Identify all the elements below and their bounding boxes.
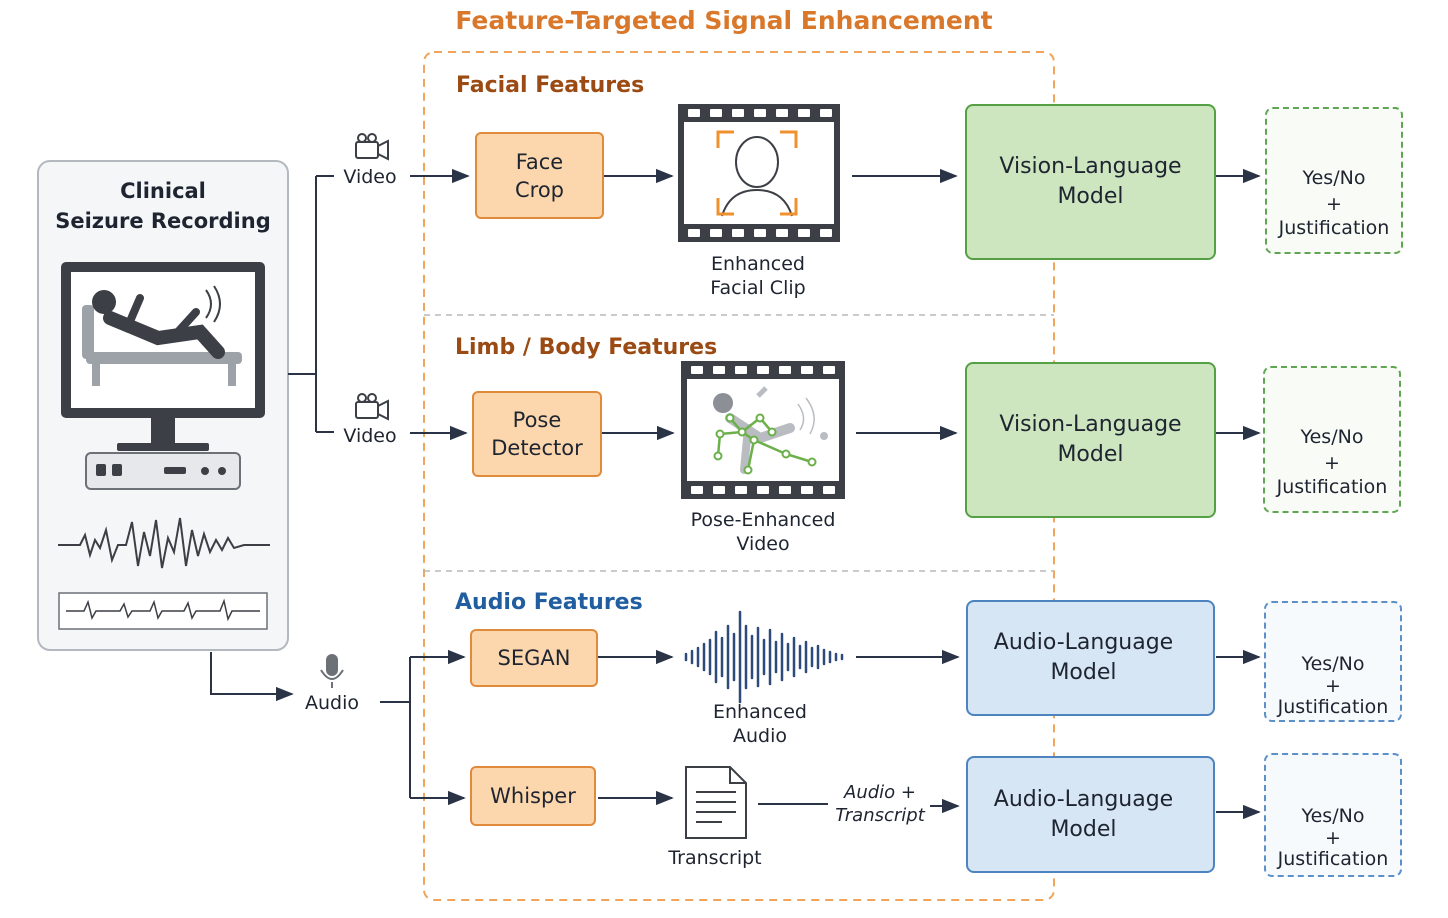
output4-line2: + (1325, 827, 1341, 849)
output3-line3: Justification (1277, 696, 1389, 718)
vlm2-line2: Model (1057, 442, 1124, 467)
recorder-device-icon (85, 452, 241, 490)
output2-line1: Yes/No (1300, 426, 1364, 448)
pose-video-line1: Pose-Enhanced (690, 509, 836, 531)
video-branch-line (288, 175, 334, 433)
section-facial-features: Facial Features (456, 73, 645, 98)
transcript-label: Transcript (668, 847, 762, 869)
output4-line1: Yes/No (1301, 805, 1365, 827)
audio-branch-line (380, 657, 411, 798)
combo-line1: Audio + (844, 782, 916, 803)
video-input-label-2: Video (343, 425, 397, 447)
output-box-3: Yes/No + Justification (1264, 601, 1402, 722)
face-crop-line1: Face (515, 149, 564, 174)
section-limb-body-features: Limb / Body Features (455, 335, 718, 360)
video-camera-icon-2 (355, 393, 389, 421)
monitor-icon (61, 262, 265, 451)
ecg-strip-icon (58, 592, 268, 630)
pose-video-line2: Video (736, 533, 790, 555)
video-input-label-1: Video (343, 166, 397, 188)
whisper-box: Whisper (470, 766, 596, 826)
alm2-line2: Model (1050, 816, 1117, 842)
pose-detector-line1: Pose (512, 408, 562, 432)
video-camera-icon (355, 133, 389, 161)
output-box-1: Yes/No + Justification (1265, 107, 1403, 254)
eeg-waveform-icon (58, 517, 270, 569)
output3-line2: + (1325, 675, 1341, 697)
facial-clip-line2: Facial Clip (710, 277, 806, 299)
alm1-line2: Model (1050, 660, 1117, 685)
combo-line2: Transcript (835, 805, 925, 826)
alm2-line1: Audio-Language (993, 786, 1174, 812)
vlm1-line2: Model (1057, 184, 1124, 209)
output2-line3: Justification (1276, 476, 1388, 498)
output2-line2: + (1324, 452, 1340, 474)
microphone-icon (320, 654, 344, 688)
transcript-document-icon (685, 766, 747, 839)
pose-detector-line2: Detector (491, 436, 583, 460)
output1-line1: Yes/No (1302, 167, 1366, 189)
section-audio-features: Audio Features (455, 590, 643, 615)
enhanced-audio-waveform-icon (684, 610, 844, 704)
enhanced-audio-line1: Enhanced (713, 701, 807, 723)
output4-line3: Justification (1277, 848, 1389, 870)
enhanced-audio-line2: Audio (732, 725, 787, 747)
segan-box: SEGAN (470, 629, 598, 687)
face-crop-line2: Crop (514, 177, 564, 202)
vlm1-line1: Vision-Language (999, 154, 1182, 179)
output1-line2: + (1326, 193, 1342, 215)
output3-line1: Yes/No (1301, 653, 1365, 675)
source-title-line1: Clinical (120, 179, 206, 203)
vlm2-line1: Vision-Language (999, 412, 1182, 437)
audio-input-label: Audio (304, 692, 359, 714)
alm1-line1: Audio-Language (993, 630, 1174, 655)
output-box-2: Yes/No + Justification (1263, 366, 1401, 513)
source-title: Clinical Seizure Recording (38, 176, 288, 236)
audio-source-arrow (210, 652, 294, 702)
facial-clip-film-icon (678, 104, 840, 242)
audio-plus-transcript-label: Audio +Transcript (830, 781, 930, 827)
source-title-line2: Seizure Recording (55, 209, 271, 233)
pose-video-film-icon (681, 361, 845, 499)
output-box-4: Yes/No + Justification (1264, 753, 1402, 877)
facial-clip-line1: Enhanced (711, 253, 805, 275)
diagram-title: Feature-Targeted Signal Enhancement (455, 6, 993, 35)
output1-line3: Justification (1278, 217, 1390, 239)
